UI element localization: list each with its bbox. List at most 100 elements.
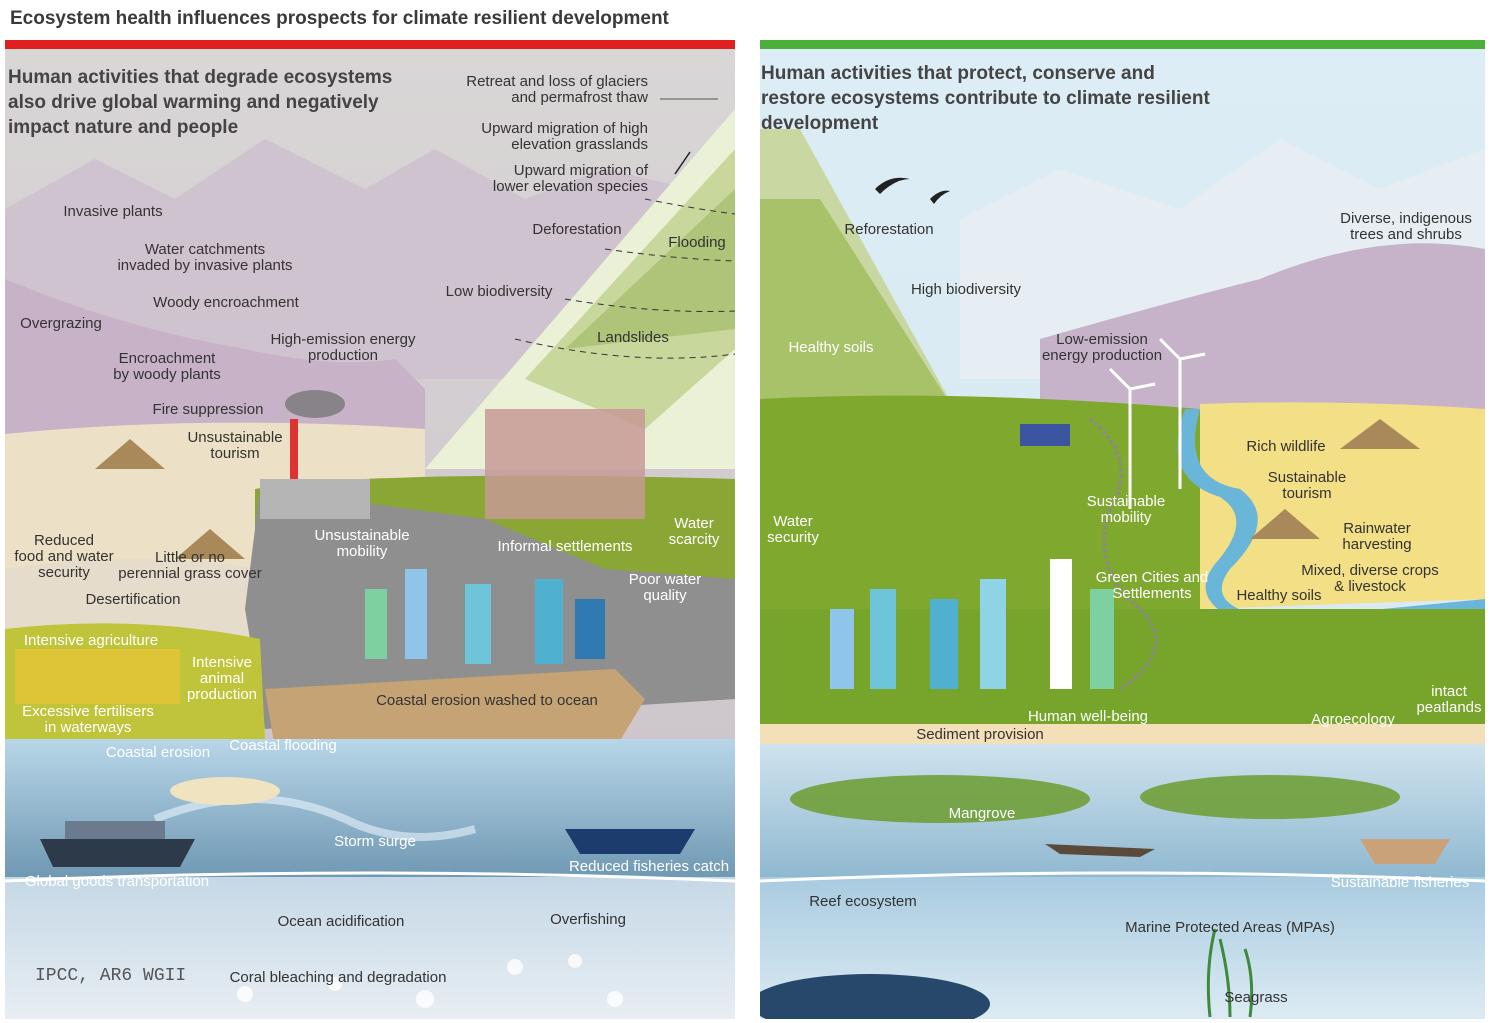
- left-panel-degrade: Human activities that degrade ecosystems…: [5, 49, 735, 1019]
- cargo-containers: [65, 821, 165, 839]
- label-storm-surge: Storm surge: [334, 833, 416, 850]
- label-mangrove: Mangrove: [948, 805, 1016, 822]
- label-invasive-plants: Invasive plants: [63, 203, 163, 220]
- hut-icon: [1250, 509, 1320, 539]
- cargo-ship: [40, 839, 195, 867]
- elevation-line-3: [564, 298, 735, 312]
- label-coastal-erosion: Coastal erosion: [105, 744, 211, 761]
- label-informal-settlements: Informal settlements: [497, 538, 633, 555]
- beach: [760, 724, 1485, 746]
- eroded-island: [170, 777, 280, 805]
- label-rich-wildlife: Rich wildlife: [1246, 438, 1326, 455]
- right-headline: Human activities that protect, conserve …: [761, 63, 1210, 134]
- label-desertification: Desertification: [85, 591, 181, 608]
- label-healthy-soils-top: Healthy soils: [788, 339, 874, 356]
- label-deforestation: Deforestation: [532, 221, 622, 238]
- solar-panel-icon: [1020, 424, 1070, 446]
- right-illustration: [760, 49, 1485, 1019]
- building: [405, 569, 427, 659]
- ocean-divider: [5, 871, 735, 883]
- elevation-line-1: [644, 198, 735, 215]
- hut-icon: [1340, 419, 1420, 449]
- chimney: [290, 419, 298, 479]
- high-grassland: [565, 189, 735, 349]
- distant-mountains: [5, 139, 735, 379]
- canoe: [1045, 844, 1155, 857]
- label-mpas: Marine Protected Areas (MPAs): [1125, 919, 1335, 936]
- label-seagrass: Seagrass: [1224, 989, 1288, 1006]
- label-high-biodiversity: High biodiversity: [910, 281, 1022, 298]
- building: [980, 579, 1006, 689]
- label-low-biodiversity: Low biodiversity: [445, 283, 553, 300]
- ipcc-credit: IPCC, AR6 WGII: [35, 966, 187, 986]
- forest-slope-lower: [760, 199, 960, 419]
- label-healthy-soils-bottom: Healthy soils: [1236, 587, 1322, 604]
- building: [365, 589, 387, 659]
- label-landslides: Landslides: [597, 329, 669, 346]
- building: [1050, 559, 1072, 689]
- wind-turbine-icon: [1108, 337, 1206, 509]
- bird-icon: [875, 177, 910, 194]
- elevation-line-2: [604, 248, 735, 262]
- right-panel-protect: Human activities that protect, conserve …: [760, 49, 1485, 1019]
- label-fire-suppression: Fire suppression: [152, 401, 264, 418]
- label-woody-encroachment: Woody encroachment: [153, 294, 299, 311]
- deep-ocean: [5, 877, 735, 1019]
- degrade-color-bar: [5, 40, 735, 49]
- crop-field: [15, 649, 180, 704]
- seagrass-icon: [1206, 928, 1254, 1018]
- label-flooding: Flooding: [668, 234, 726, 251]
- protect-color-bar: [760, 40, 1485, 49]
- label-coastal-flooding: Coastal flooding: [229, 737, 337, 754]
- label-global-goods: Global goods transportation: [24, 873, 210, 890]
- label-coral-bleaching: Coral bleaching and degradation: [229, 969, 447, 986]
- hut-icon: [95, 439, 165, 469]
- hut-icon: [175, 529, 245, 559]
- reef-rock: [760, 974, 990, 1019]
- informal-settlement-buildings: [485, 409, 645, 519]
- left-headline: Human activities that degrade ecosystems…: [8, 67, 393, 138]
- fishing-trawler: [565, 829, 695, 854]
- label-mixed-crops: Mixed, diverse crops& livestock: [1301, 562, 1439, 595]
- building: [930, 599, 958, 689]
- building: [870, 589, 896, 689]
- migration-arrow: [674, 151, 691, 175]
- label-ocean-acidification: Ocean acidification: [277, 913, 405, 930]
- mangrove-island: [1140, 775, 1400, 819]
- building: [465, 584, 491, 664]
- purple-hills: [1040, 243, 1485, 449]
- erosion-cliff: [265, 669, 645, 749]
- label-coastal-erosion-washed: Coastal erosion washed to ocean: [376, 692, 598, 709]
- bird-icon: [930, 190, 950, 204]
- sustainable-fishing-boat: [1360, 839, 1450, 864]
- label-intensive-agriculture: Intensive agriculture: [23, 632, 159, 649]
- building: [1090, 589, 1114, 689]
- label-reduced-fisheries: Reduced fisheries catch: [568, 858, 730, 875]
- building: [535, 579, 563, 664]
- savanna-land: [1200, 402, 1485, 609]
- ocean-divider: [760, 871, 1485, 883]
- building: [830, 609, 854, 689]
- bleached-coral: [237, 954, 623, 1008]
- label-overgrazing: Overgrazing: [20, 315, 102, 332]
- desert-ground: [5, 559, 265, 639]
- label-sediment: Sediment provision: [916, 726, 1044, 743]
- building: [575, 599, 605, 659]
